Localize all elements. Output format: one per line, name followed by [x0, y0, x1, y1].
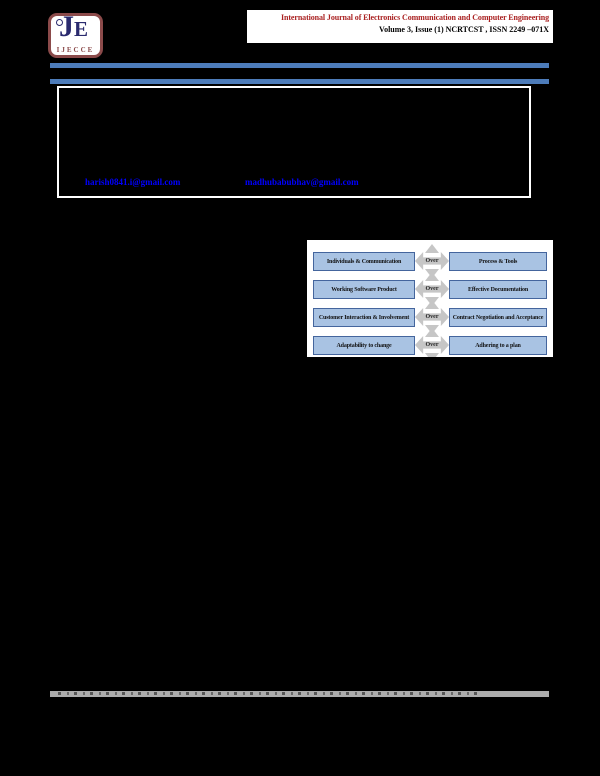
header-rule-top — [50, 63, 549, 68]
arrow-up-point-icon — [425, 300, 439, 309]
journal-title: International Journal of Electronics Com… — [281, 13, 549, 22]
author-email-link-1[interactable]: harish0841.i@gmail.com — [85, 177, 181, 187]
arrow-up-point-icon — [425, 244, 439, 253]
arrow-up-point-icon — [425, 328, 439, 337]
over-label: Over — [425, 286, 439, 292]
logo-monogram-j: J — [59, 10, 74, 43]
footer-bar — [50, 691, 549, 697]
header-rule-bottom — [50, 79, 549, 84]
figure-box-right-4: Adhering to a plan — [449, 336, 547, 355]
journal-header: International Journal of Electronics Com… — [247, 10, 553, 43]
over-label: Over — [425, 258, 439, 264]
author-email-link-2[interactable]: madhubabubhav@gmail.com — [245, 177, 359, 187]
arrow-down-point-icon — [425, 353, 439, 357]
over-arrow-icon-4: Over — [415, 328, 449, 357]
figure-box-left-2: Working Software Product — [313, 280, 415, 299]
logo-acronym: IJECCE — [56, 46, 95, 54]
footer-text-remnants — [58, 692, 478, 695]
figure-box-left-3: Customer Interaction & Involvement — [313, 308, 415, 327]
journal-issue-line: Volume 3, Issue (1) NCRTCST , ISSN 2249 … — [379, 25, 549, 34]
figure-box-right-2: Effective Documentation — [449, 280, 547, 299]
figure-box-left-1: Individuals & Communication — [313, 252, 415, 271]
over-label: Over — [425, 342, 439, 348]
agile-manifesto-figure: Individuals & Communication Process & To… — [307, 240, 553, 357]
journal-logo: J E IJECCE — [48, 10, 103, 58]
logo-monogram-e: E — [74, 17, 89, 41]
arrow-up-point-icon — [425, 272, 439, 281]
title-author-panel: harish0841.i@gmail.com madhubabubhav@gma… — [57, 86, 531, 198]
figure-box-right-1: Process & Tools — [449, 252, 547, 271]
logo-ring-icon — [56, 19, 63, 26]
over-label: Over — [425, 314, 439, 320]
figure-box-right-3: Contract Negotiation and Acceptance — [449, 308, 547, 327]
figure-box-left-4: Adaptability to change — [313, 336, 415, 355]
